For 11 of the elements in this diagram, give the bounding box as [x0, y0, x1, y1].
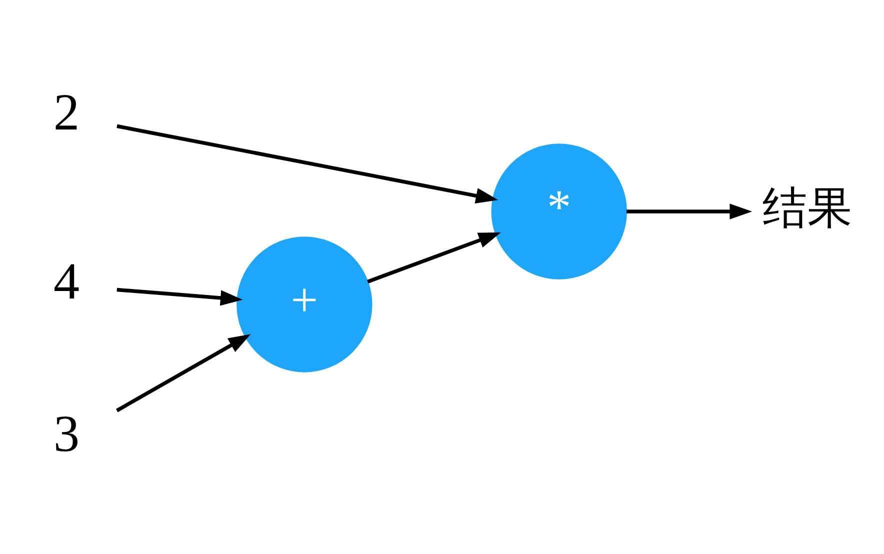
arrow [116, 334, 251, 412]
arrow [367, 232, 501, 283]
node-text: 3 [53, 406, 80, 463]
node-text: 4 [53, 253, 80, 310]
node-circle: + [236, 236, 372, 372]
arrow [116, 124, 498, 203]
node-text: 结果 [762, 182, 852, 234]
arrow [626, 203, 752, 219]
node-circle: * [491, 143, 627, 279]
arrow [116, 287, 243, 306]
node-text: 2 [53, 84, 80, 142]
